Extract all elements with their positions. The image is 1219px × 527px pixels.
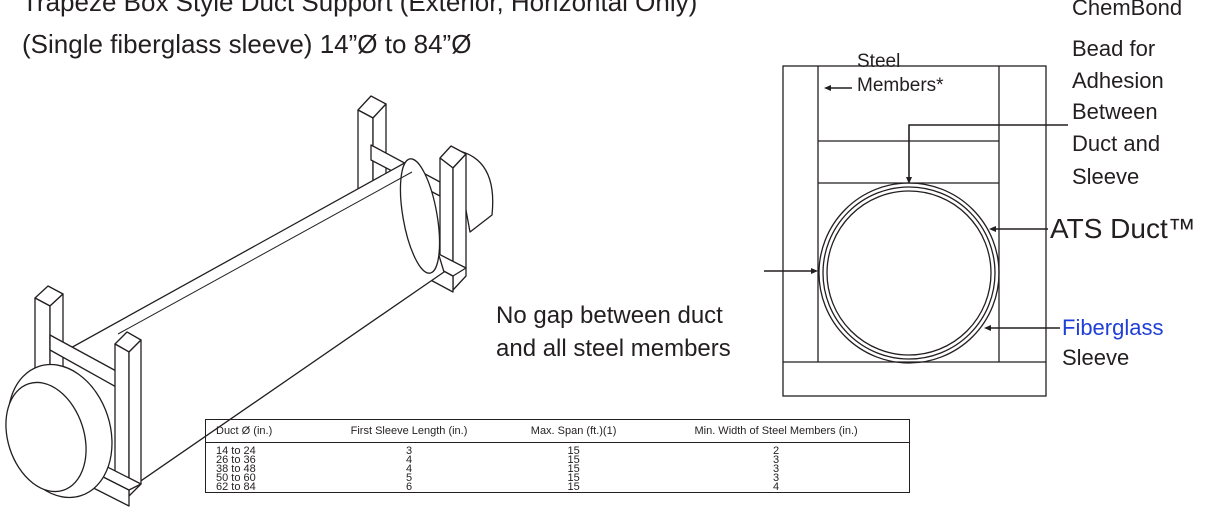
chembond-label-line4: Between (1072, 99, 1158, 124)
cell-min-steel-width: 3 (773, 463, 780, 475)
cell-min-steel-width: 3 (773, 454, 780, 466)
cell-first-sleeve-length: 5 (405, 472, 413, 484)
cell-first-sleeve-length: 3 (405, 445, 413, 457)
duct-near-end (5, 363, 113, 499)
support-frame-section (782, 65, 1047, 397)
steel-members-label-line2: Members* (857, 75, 944, 96)
no-gap-note-line2: and all steel members (496, 335, 731, 362)
table-row: 38 to 48 4 15 3 (206, 463, 910, 475)
cell-duct-diameter: 62 to 84 (216, 481, 256, 493)
cell-min-steel-width: 3 (773, 472, 780, 484)
header-first-sleeve-length: First Sleeve Length (in.) (314, 419, 504, 443)
cell-min-steel-width: 2 (773, 445, 780, 457)
cell-max-span: 15 (567, 472, 580, 484)
cell-duct-diameter: 26 to 36 (216, 454, 256, 466)
table-row: 62 to 84 6 15 4 (206, 481, 910, 493)
cell-first-sleeve-length: 4 (405, 463, 413, 475)
steel-members-label-line1: Steel (857, 51, 901, 72)
cell-first-sleeve-length: 6 (405, 481, 413, 493)
chembond-label-line2: Bead for (1072, 36, 1156, 61)
cell-duct-diameter: 14 to 24 (216, 445, 256, 457)
cell-min-steel-width: 4 (773, 481, 780, 493)
cell-duct-diameter: 50 to 60 (216, 472, 256, 484)
header-duct-diameter: Duct Ø (in.) (205, 419, 315, 443)
chembond-label-line5: Duct and (1072, 131, 1161, 156)
table-row: 14 to 24 3 15 2 (206, 443, 910, 457)
cell-max-span: 15 (567, 463, 580, 475)
duct-and-sleeve-section (818, 182, 1000, 364)
chembond-label-line1: ChemBond (1072, 0, 1183, 20)
cell-max-span: 15 (567, 481, 580, 493)
fiberglass-label: Fiberglass (1062, 315, 1164, 340)
table-row: 26 to 36 4 15 3 (206, 454, 910, 466)
support-spec-table: Duct Ø (in.) First Sleeve Length (in.) M… (205, 419, 910, 493)
diagram-subtitle: (Single fiberglass sleeve) 14”Ø to 84”Ø (22, 29, 472, 59)
isometric-duct-drawing (5, 95, 494, 507)
diagram-title: Trapeze Box Style Duct Support (Exterior… (22, 0, 698, 17)
chembond-label-line3: Adhesion (1072, 68, 1164, 93)
table-header-row: Duct Ø (in.) First Sleeve Length (in.) M… (205, 419, 910, 443)
no-gap-note-line1: No gap between duct (496, 302, 723, 329)
ats-duct-label: ATS Duct™ (1050, 213, 1196, 244)
cell-duct-diameter: 38 to 48 (216, 463, 256, 475)
sleeve-label: Sleeve (1062, 345, 1130, 370)
cell-max-span: 15 (567, 454, 580, 466)
header-max-span: Max. Span (ft.)(1) (503, 419, 644, 443)
cell-first-sleeve-length: 4 (405, 454, 413, 466)
callout-leaders (764, 85, 1068, 331)
header-min-steel-width: Min. Width of Steel Members (in.) (643, 419, 910, 443)
chembond-label-line6: Sleeve (1072, 164, 1140, 189)
cell-max-span: 15 (567, 445, 580, 457)
table-row: 50 to 60 5 15 3 (206, 472, 910, 484)
